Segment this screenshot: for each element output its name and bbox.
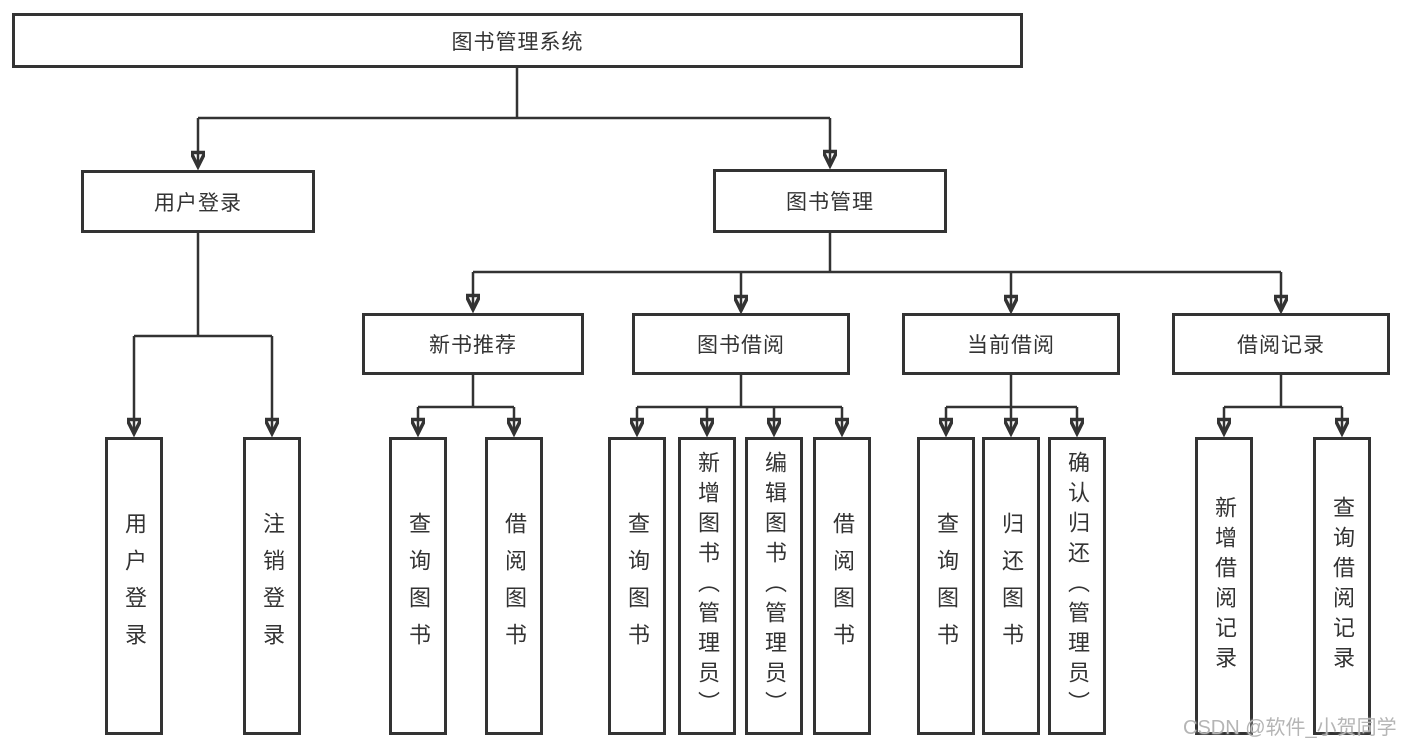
edges-root-to-level2 bbox=[198, 68, 830, 166]
leaf-user-login: 用户登录 bbox=[105, 437, 163, 735]
node-label: 注销登录 bbox=[260, 512, 285, 660]
leaf-borrowing-edit-books-admin: 编辑图书（管理员） bbox=[745, 437, 803, 735]
node-label: 查询图书 bbox=[406, 512, 431, 660]
leaf-newbooks-query-books: 查询图书 bbox=[389, 437, 447, 735]
node-borrow-records: 借阅记录 bbox=[1172, 313, 1390, 375]
csdn-watermark: CSDN @软件_小贺同学 bbox=[1183, 717, 1397, 739]
node-label: 编辑图书（管理员） bbox=[762, 451, 787, 721]
node-label: 用户登录 bbox=[122, 512, 147, 660]
edges-user-login bbox=[134, 233, 272, 433]
leaf-records-add-record: 新增借阅记录 bbox=[1195, 437, 1253, 735]
node-book-borrowing: 图书借阅 bbox=[632, 313, 850, 375]
node-label: 借阅记录 bbox=[1237, 334, 1325, 357]
edges-book-management bbox=[473, 233, 1281, 310]
node-label: 借阅图书 bbox=[502, 512, 527, 660]
node-book-management: 图书管理 bbox=[713, 169, 947, 233]
edges-book-borrowing bbox=[637, 375, 842, 433]
leaf-records-query-record: 查询借阅记录 bbox=[1313, 437, 1371, 735]
leaf-borrowing-add-books-admin: 新增图书（管理员） bbox=[678, 437, 736, 735]
leaf-borrowing-query-books: 查询图书 bbox=[608, 437, 666, 735]
leaf-borrowing-borrow-books: 借阅图书 bbox=[813, 437, 871, 735]
node-label: 图书管理 bbox=[786, 191, 874, 214]
node-label: 新书推荐 bbox=[429, 334, 517, 357]
node-label: 查询图书 bbox=[934, 512, 959, 660]
node-label: 新增图书（管理员） bbox=[695, 451, 720, 721]
leaf-logout: 注销登录 bbox=[243, 437, 301, 735]
node-label: 用户登录 bbox=[154, 191, 242, 215]
node-label: 借阅图书 bbox=[830, 512, 855, 660]
node-label: 新增借阅记录 bbox=[1212, 496, 1237, 676]
node-label: 归还图书 bbox=[999, 512, 1024, 660]
node-label: 图书借阅 bbox=[697, 334, 785, 357]
node-label: 确认归还（管理员） bbox=[1065, 451, 1090, 721]
node-label: 查询图书 bbox=[625, 512, 650, 660]
node-library-management-system: 图书管理系统 bbox=[12, 13, 1023, 68]
edges-current-borrowing bbox=[946, 375, 1077, 433]
node-new-book-recommend: 新书推荐 bbox=[362, 313, 584, 375]
leaf-current-query-books: 查询图书 bbox=[917, 437, 975, 735]
node-label: 查询借阅记录 bbox=[1330, 496, 1355, 676]
edges-new-book-recommend bbox=[418, 375, 514, 433]
leaf-newbooks-borrow-books: 借阅图书 bbox=[485, 437, 543, 735]
node-current-borrowing: 当前借阅 bbox=[902, 313, 1120, 375]
node-label: 图书管理系统 bbox=[451, 30, 584, 54]
edges-borrow-records bbox=[1224, 375, 1342, 433]
node-user-login: 用户登录 bbox=[81, 170, 315, 233]
leaf-current-confirm-return-admin: 确认归还（管理员） bbox=[1048, 437, 1106, 735]
node-label: 当前借阅 bbox=[967, 334, 1055, 357]
leaf-current-return-books: 归还图书 bbox=[982, 437, 1040, 735]
